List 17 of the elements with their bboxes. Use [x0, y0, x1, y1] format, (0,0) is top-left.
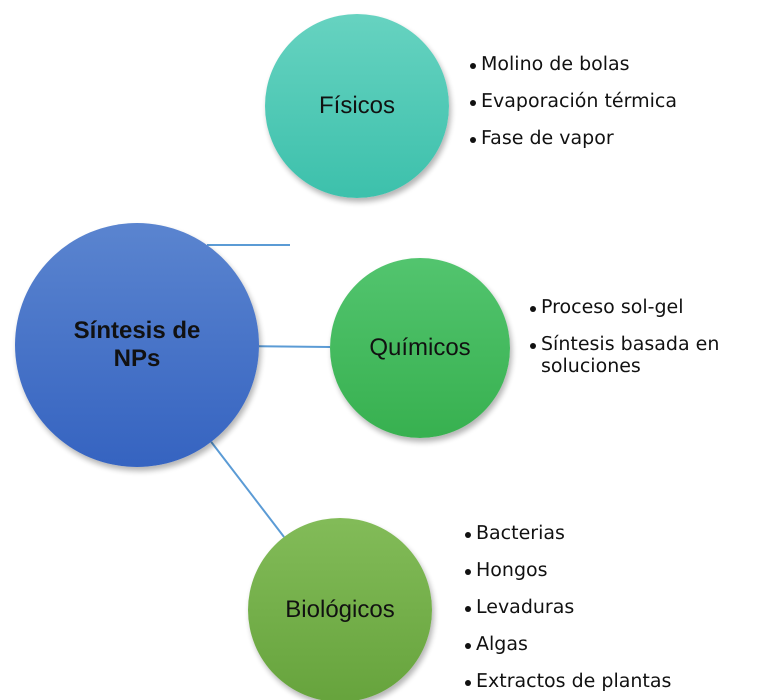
- list-item: Hongos: [476, 559, 548, 581]
- node-label: Síntesis de NPs: [72, 317, 202, 373]
- list-item: Proceso sol-gel: [541, 296, 684, 318]
- node-label: Químicos: [369, 334, 471, 362]
- list-item: Levaduras: [476, 596, 574, 618]
- node-label: Biológicos: [285, 596, 395, 624]
- list-item: Evaporación térmica: [481, 90, 677, 112]
- list-item: Bacterias: [476, 522, 565, 544]
- connector-line: [258, 345, 330, 348]
- list-item: Extractos de plantas: [476, 670, 672, 692]
- connector-line: [210, 441, 285, 538]
- list-item: Síntesis basada en soluciones: [541, 333, 720, 377]
- connector-line: [207, 244, 290, 246]
- node-label: Físicos: [318, 92, 395, 120]
- list-item: Molino de bolas: [481, 53, 630, 75]
- list-item: Algas: [476, 633, 528, 655]
- list-item: Fase de vapor: [481, 127, 614, 149]
